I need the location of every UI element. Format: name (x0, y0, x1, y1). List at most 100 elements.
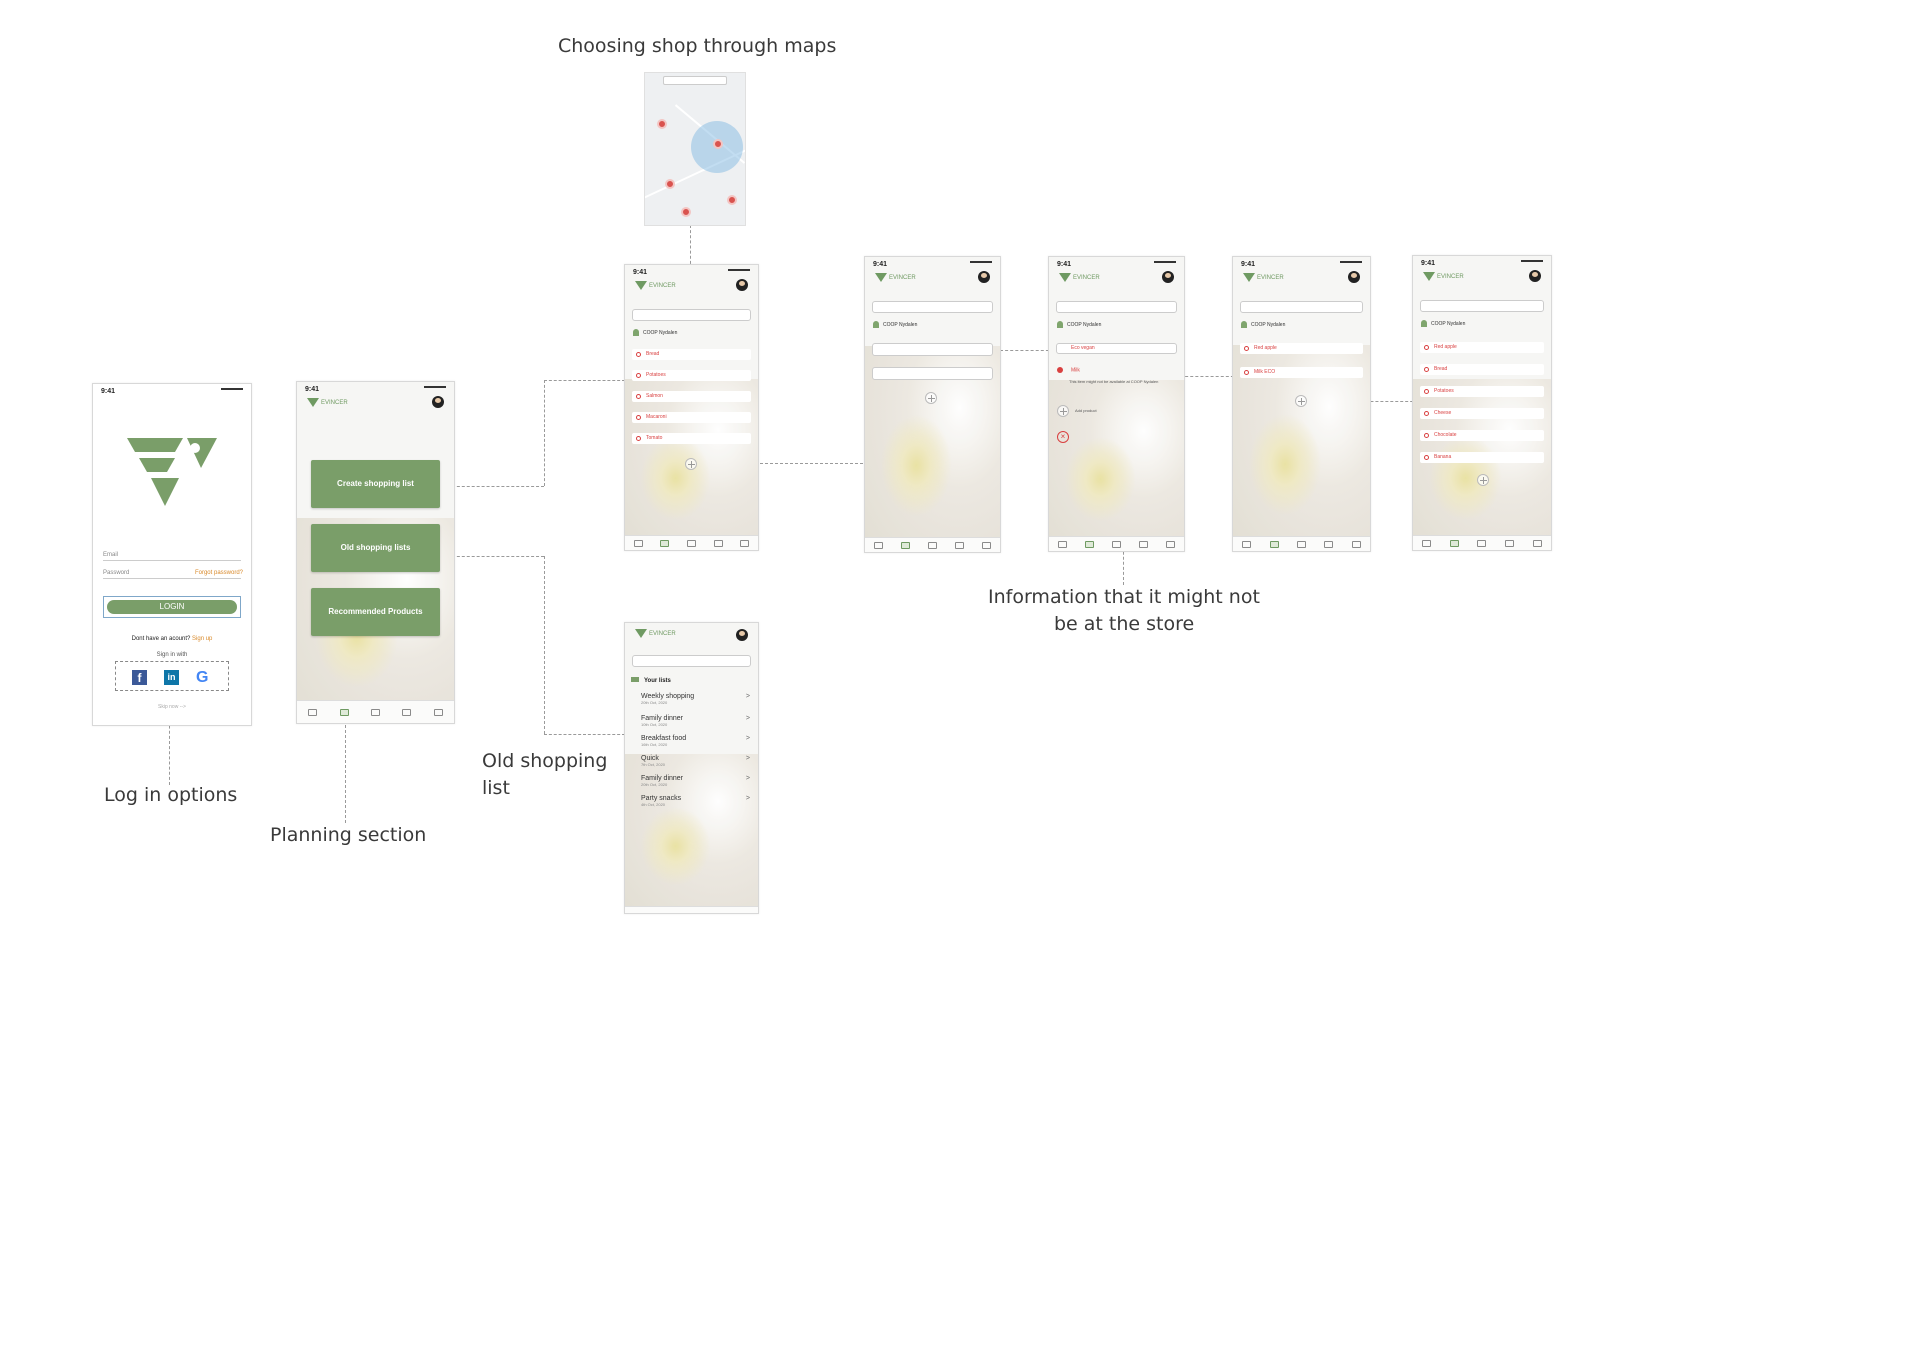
list-item[interactable]: Red apple (1240, 343, 1363, 354)
caption-maps: Choosing shop through maps (558, 35, 837, 57)
avatar[interactable] (1348, 271, 1360, 283)
tab-notifications-icon[interactable] (1324, 540, 1334, 548)
tab-notifications-icon[interactable] (1505, 539, 1515, 547)
tab-notifications-icon[interactable] (955, 541, 964, 549)
recommended-products-button[interactable]: Recommended Products (311, 588, 440, 636)
list-item[interactable]: Potatoes (632, 370, 751, 381)
list-item[interactable]: Milk ECO (1240, 367, 1363, 378)
tab-messages-icon[interactable] (1351, 540, 1361, 548)
tab-planning-icon[interactable] (660, 539, 670, 547)
tab-notifications-icon[interactable] (402, 708, 412, 716)
tab-scan-icon[interactable] (370, 708, 380, 716)
avatar[interactable] (1529, 270, 1541, 282)
selected-product[interactable]: Milk (1057, 367, 1080, 373)
tab-planning-icon[interactable] (1269, 540, 1279, 548)
store-location[interactable]: COOP Nydalen (633, 329, 677, 336)
signup-link[interactable]: Sign up (192, 636, 213, 642)
unavailable-dot-icon (1057, 367, 1063, 373)
tab-planning-icon[interactable] (1085, 540, 1094, 548)
tab-messages-icon[interactable] (1532, 539, 1542, 547)
tab-notifications-icon[interactable] (713, 539, 723, 547)
map-search-bar[interactable] (663, 76, 727, 85)
tab-scan-icon[interactable] (686, 539, 696, 547)
tab-messages-icon[interactable] (982, 541, 991, 549)
avatar[interactable] (978, 271, 990, 283)
list-name: Breakfast food (641, 735, 687, 742)
map-store-pin[interactable] (665, 179, 675, 189)
avatar[interactable] (736, 629, 748, 641)
avatar[interactable] (432, 396, 444, 408)
avatar[interactable] (736, 279, 748, 291)
list-item[interactable]: Red apple (1420, 342, 1544, 353)
add-item-icon[interactable] (685, 458, 697, 470)
product-input[interactable]: Eco vegan (1056, 343, 1177, 354)
map-store-pin[interactable] (727, 195, 737, 205)
list-item[interactable]: Cheese (1420, 408, 1544, 419)
tab-scan-icon[interactable] (928, 541, 937, 549)
tab-scan-icon[interactable] (1296, 540, 1306, 548)
list-item[interactable]: Potatoes (1420, 386, 1544, 397)
list-item[interactable]: Salmon (632, 391, 751, 402)
product-input[interactable] (872, 343, 993, 356)
connector-add-to-search (700, 463, 868, 464)
search-input[interactable] (1420, 300, 1544, 312)
store-location[interactable]: COOP Nydalen (873, 321, 917, 328)
login-button[interactable]: LOGIN (103, 596, 241, 618)
list-item[interactable]: Bread (1420, 364, 1544, 375)
tab-notifications-icon[interactable] (1139, 540, 1148, 548)
map-store-pin[interactable] (681, 207, 691, 217)
tab-planning-icon[interactable] (901, 541, 910, 549)
tab-messages-icon[interactable] (740, 539, 750, 547)
tab-home-icon[interactable] (874, 541, 883, 549)
search-input[interactable] (632, 655, 751, 667)
create-shopping-list-button[interactable]: Create shopping list (311, 460, 440, 508)
tab-planning-icon[interactable] (1449, 539, 1459, 547)
tab-home-icon[interactable] (1242, 540, 1252, 548)
add-item-icon[interactable] (1295, 395, 1307, 407)
list-item[interactable]: Macaroni (632, 412, 751, 423)
add-product-icon[interactable] (1057, 405, 1069, 417)
tab-home-icon[interactable] (308, 708, 318, 716)
search-input[interactable] (632, 309, 751, 321)
add-item-icon[interactable] (1477, 474, 1489, 486)
product-category-select[interactable] (872, 367, 993, 380)
tab-messages-icon[interactable] (433, 708, 443, 716)
google-icon[interactable]: G (196, 669, 209, 686)
status-bar: 9:41 (1241, 261, 1362, 269)
list-item[interactable]: Chocolate (1420, 430, 1544, 441)
store-location[interactable]: COOP Nydalen (1057, 321, 1101, 328)
tab-messages-icon[interactable] (1166, 540, 1175, 548)
list-item[interactable]: Tomato (632, 433, 751, 444)
tab-home-icon[interactable] (1422, 539, 1432, 547)
store-location[interactable]: COOP Nydalen (1241, 321, 1285, 328)
add-item-icon[interactable] (925, 392, 937, 404)
map-store-pin[interactable] (657, 119, 667, 129)
forgot-password-link[interactable]: Forgot password? (194, 570, 243, 576)
search-input[interactable] (872, 301, 993, 313)
tab-planning-icon[interactable] (339, 708, 349, 716)
tab-home-icon[interactable] (633, 539, 643, 547)
search-input[interactable] (1056, 301, 1177, 313)
avatar[interactable] (1162, 271, 1174, 283)
old-shopping-lists-button[interactable]: Old shopping lists (311, 524, 440, 572)
cancel-icon[interactable]: × (1057, 431, 1069, 443)
linkedin-icon[interactable]: in (164, 670, 179, 685)
tab-home-icon[interactable] (1058, 540, 1067, 548)
search-input[interactable] (1240, 301, 1363, 313)
facebook-icon[interactable]: f (132, 670, 147, 685)
tab-scan-icon[interactable] (1477, 539, 1487, 547)
map-store-pin[interactable] (713, 139, 723, 149)
password-field[interactable] (103, 578, 241, 579)
list-item[interactable]: Banana (1420, 452, 1544, 463)
tab-scan-icon[interactable] (1112, 540, 1121, 548)
store-location[interactable]: COOP Nydalen (1421, 320, 1465, 327)
skip-link[interactable]: Skip now --> (158, 704, 186, 710)
email-field[interactable] (103, 560, 241, 561)
list-item[interactable]: Bread (632, 349, 751, 360)
